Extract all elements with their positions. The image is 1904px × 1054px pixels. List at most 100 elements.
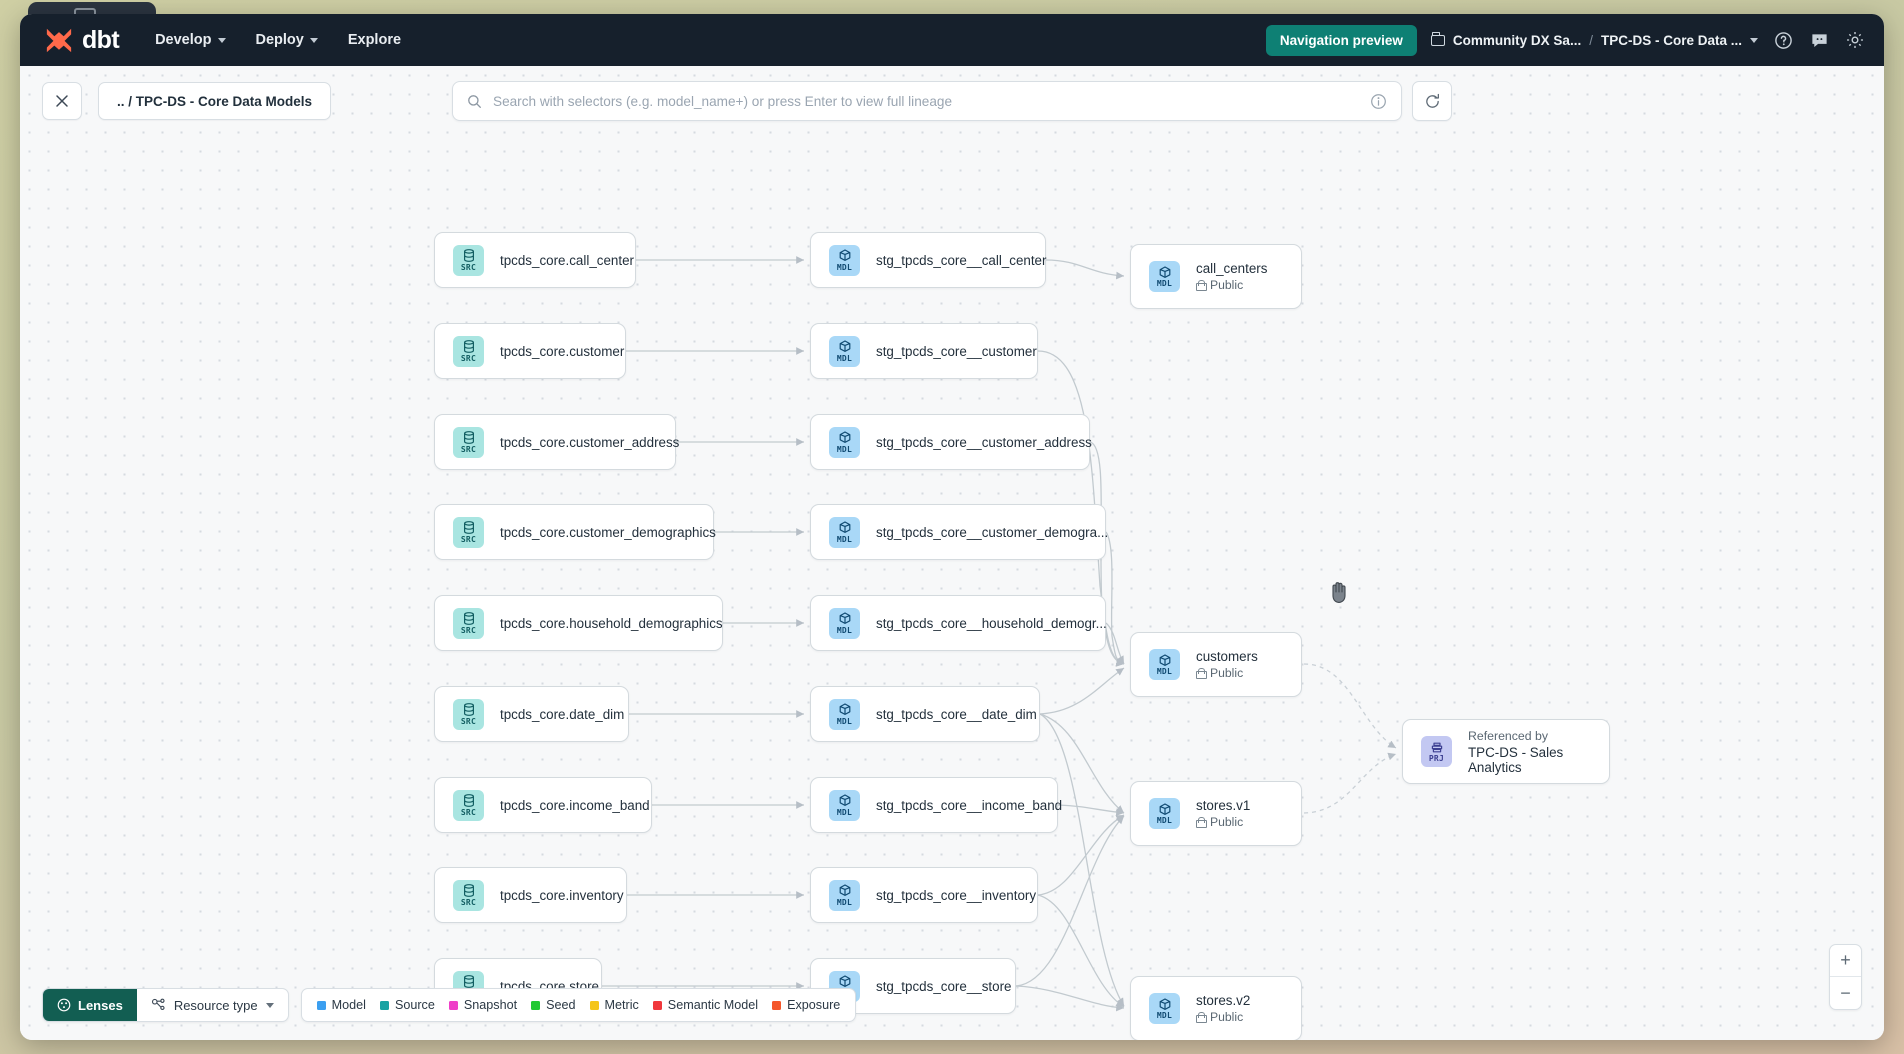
source-icon: SRC: [453, 607, 484, 639]
lenses-label: Lenses: [78, 997, 123, 1013]
lineage-graph-canvas[interactable]: SRC tpcds_core.call_center SRC tpcds_cor…: [20, 66, 1884, 1040]
graph-node-source[interactable]: SRC tpcds_core.inventory: [434, 867, 627, 923]
feedback-icon[interactable]: [1808, 29, 1830, 51]
dbt-logo[interactable]: dbt: [44, 26, 120, 55]
node-access: Public: [1196, 666, 1258, 680]
graph-node-model[interactable]: MDL stg_tpcds_core__customer_address: [810, 414, 1092, 470]
node-access: Public: [1196, 815, 1250, 829]
graph-node-source[interactable]: SRC tpcds_core.customer: [434, 323, 626, 379]
graph-node-public-model[interactable]: MDL stores.v2 Public: [1130, 976, 1302, 1040]
settings-gear-icon[interactable]: [1844, 29, 1866, 51]
info-icon[interactable]: [1370, 93, 1387, 110]
breadcrumb-chip[interactable]: .. / TPC-DS - Core Data Models: [98, 82, 332, 120]
lenses-group: Lenses Resource type: [42, 988, 289, 1022]
resource-type-dropdown[interactable]: Resource type: [137, 989, 288, 1021]
model-icon: MDL: [829, 607, 860, 639]
model-icon: MDL: [1149, 798, 1180, 829]
lock-open-icon: [1196, 667, 1207, 679]
top-nav-right: Navigation preview Community DX Sa... / …: [1265, 24, 1866, 56]
source-icon: SRC: [453, 698, 484, 730]
source-icon: SRC: [453, 789, 484, 821]
nav-label-explore: Explore: [347, 32, 402, 48]
refresh-button[interactable]: [1412, 81, 1452, 121]
graph-node-model[interactable]: MDL stg_tpcds_core__date_dim: [810, 686, 1040, 742]
legend-item-source: Source: [379, 998, 435, 1012]
access-label: Public: [1210, 815, 1244, 829]
legend-swatch-exposure: [772, 1000, 782, 1010]
top-navigation-bar: dbt Develop Deploy Explore Navigation pr…: [20, 14, 1884, 66]
source-icon: SRC: [453, 244, 484, 276]
search-input[interactable]: [493, 93, 1359, 109]
nav-item-develop[interactable]: Develop: [155, 32, 226, 48]
graph-node-source[interactable]: SRC tpcds_core.income_band: [434, 777, 652, 833]
breadcrumb-account[interactable]: Community DX Sa...: [1452, 32, 1582, 48]
dbt-mark-icon: [46, 28, 72, 53]
legend-swatch-snapshot: [448, 1000, 458, 1010]
chevron-down-icon[interactable]: [1750, 37, 1758, 43]
node-label: tpcds_core.call_center: [500, 252, 634, 268]
node-label: stg_tpcds_core__inventory: [876, 887, 1037, 903]
model-icon: MDL: [829, 516, 860, 548]
graph-node-public-model[interactable]: MDL customers Public: [1130, 632, 1302, 697]
chevron-down-icon: [217, 37, 226, 43]
close-button[interactable]: [42, 82, 82, 120]
graph-node-public-model[interactable]: MDL call_centers Public: [1130, 244, 1302, 309]
node-label: stores.v2: [1196, 993, 1251, 1008]
model-icon: MDL: [829, 789, 860, 821]
breadcrumb-project[interactable]: TPC-DS - Core Data ...: [1600, 32, 1742, 48]
node-access: Public: [1196, 1010, 1250, 1024]
legend-item-exposure: Exposure: [772, 998, 840, 1012]
node-access: Public: [1196, 278, 1267, 292]
lock-open-icon: [1196, 816, 1207, 828]
node-body: Referenced by TPC-DS - Sales Analytics: [1468, 729, 1609, 775]
node-label: tpcds_core.customer_demographics: [500, 524, 716, 540]
legend-label: Semantic Model: [667, 998, 759, 1012]
graph-node-source[interactable]: SRC tpcds_core.household_demographics: [434, 595, 723, 651]
graph-node-model[interactable]: MDL stg_tpcds_core__customer: [810, 323, 1038, 379]
graph-node-model[interactable]: MDL stg_tpcds_core__customer_demogra...: [810, 504, 1108, 560]
legend-swatch-semantic-model: [652, 1000, 662, 1010]
legend-label: Exposure: [787, 998, 841, 1012]
navigation-preview-badge[interactable]: Navigation preview: [1265, 24, 1417, 56]
model-icon: MDL: [829, 426, 860, 458]
legend-swatch-source: [379, 1000, 389, 1010]
node-label: tpcds_core.income_band: [500, 797, 650, 813]
graph-node-project-reference[interactable]: PRJ Referenced by TPC-DS - Sales Analyti…: [1402, 719, 1610, 784]
nav-label-develop: Develop: [155, 32, 212, 48]
graph-node-model[interactable]: MDL stg_tpcds_core__household_demogr...: [810, 595, 1107, 651]
node-body: stores.v2 Public: [1196, 993, 1250, 1024]
access-label: Public: [1210, 278, 1244, 292]
chevron-down-icon: [309, 37, 318, 43]
zoom-in-button[interactable]: +: [1830, 945, 1861, 977]
search-box[interactable]: [452, 81, 1402, 121]
legend-item-model: Model: [316, 998, 366, 1012]
graph-node-source[interactable]: SRC tpcds_core.date_dim: [434, 686, 629, 742]
help-icon[interactable]: [1772, 29, 1794, 51]
legend-label: Seed: [546, 998, 576, 1012]
lenses-button[interactable]: Lenses: [43, 989, 137, 1021]
node-label: stg_tpcds_core__household_demogr...: [876, 615, 1107, 631]
search-area: [452, 81, 1452, 121]
legend-label: Model: [331, 998, 366, 1012]
graph-node-source[interactable]: SRC tpcds_core.customer_demographics: [434, 504, 716, 560]
resource-type-legend: Model Source Snapshot Seed Metric: [300, 988, 857, 1022]
graph-node-model[interactable]: MDL stg_tpcds_core__income_band: [810, 777, 1062, 833]
node-label: tpcds_core.date_dim: [500, 706, 625, 722]
graph-node-public-model[interactable]: MDL stores.v1 Public: [1130, 781, 1302, 846]
zoom-out-button[interactable]: −: [1840, 982, 1851, 1003]
nav-item-explore[interactable]: Explore: [348, 32, 401, 48]
legend-item-semantic-model: Semantic Model: [652, 998, 759, 1012]
graph-node-model[interactable]: MDL stg_tpcds_core__call_center: [810, 232, 1046, 288]
nav-item-deploy[interactable]: Deploy: [256, 32, 318, 48]
graph-node-model[interactable]: MDL stg_tpcds_core__inventory: [810, 867, 1038, 923]
node-label: stg_tpcds_core__store: [876, 978, 1012, 994]
legend-swatch-seed: [531, 1000, 541, 1010]
folder-icon: [1430, 31, 1445, 46]
graph-node-source[interactable]: SRC tpcds_core.customer_address: [434, 414, 679, 470]
node-label: stg_tpcds_core__date_dim: [876, 706, 1037, 722]
graph-node-source[interactable]: SRC tpcds_core.call_center: [434, 232, 636, 288]
model-icon: MDL: [829, 879, 860, 911]
node-label: tpcds_core.inventory: [500, 887, 624, 903]
source-icon: SRC: [453, 335, 484, 367]
